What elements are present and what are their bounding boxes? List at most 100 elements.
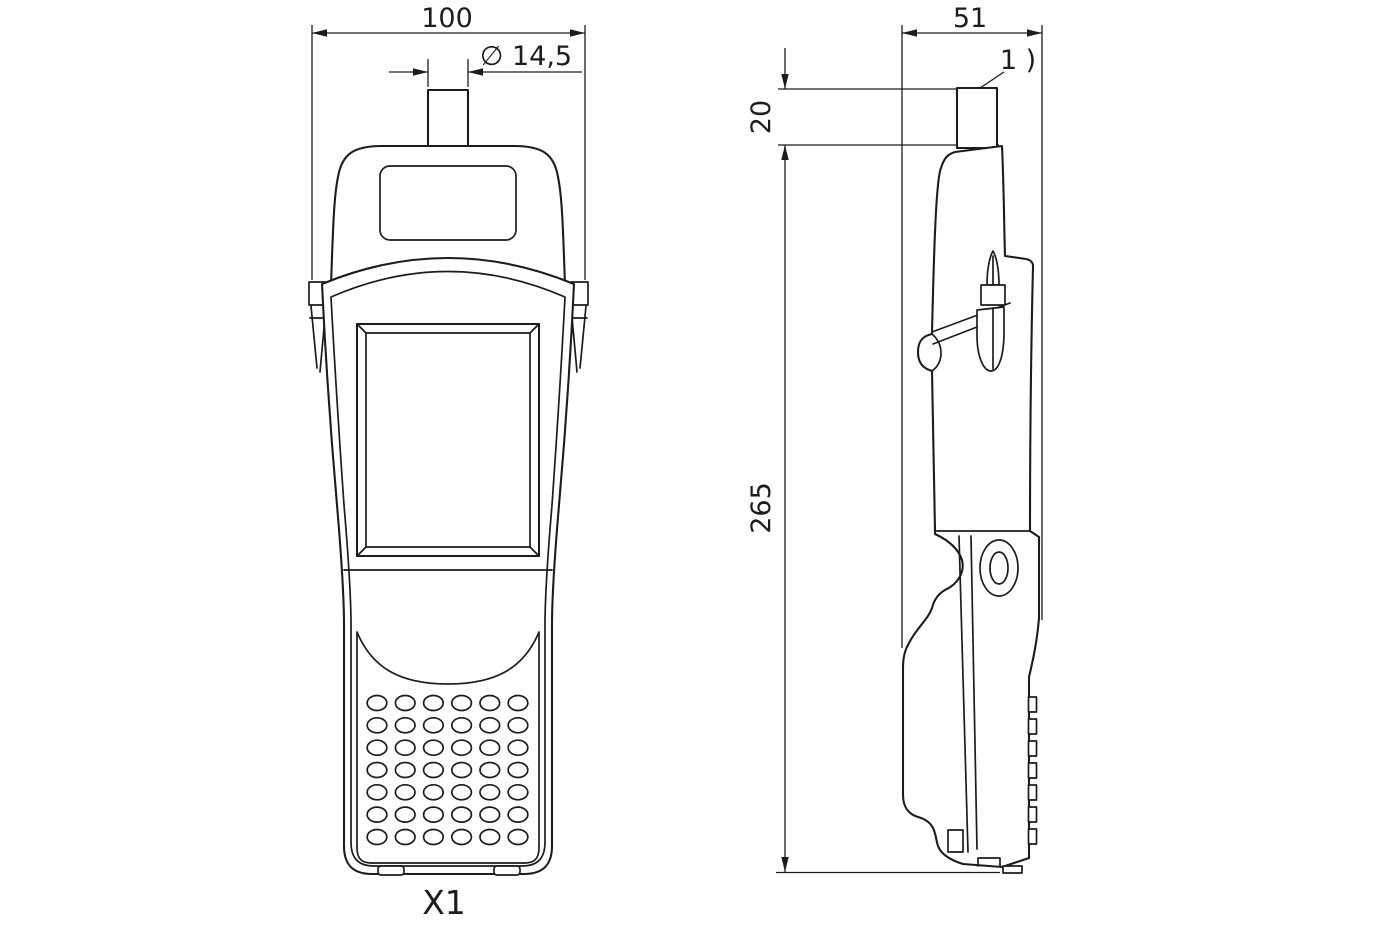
keypad-button [507,783,529,801]
keypad-button [450,739,473,757]
bevel-line [529,546,540,557]
arrowhead-icon [413,68,428,76]
inner-wall-front [330,270,566,867]
display-screen [365,332,531,548]
connector-ridge [1027,696,1038,713]
footnote-ref-label: 1 ) [1000,45,1036,76]
antenna-diameter-label: ∅ 14,5 [480,41,572,72]
bevel-line [356,546,367,557]
main-body-side [901,144,1041,869]
bottom-foot-side [1002,865,1023,874]
keypad-button [366,806,388,823]
connector-designation-label: X1 [422,883,466,922]
keypad-button [450,716,473,734]
keypad-button [479,716,501,734]
antenna-height-label: 20 [746,100,777,134]
connector-ridge [1027,718,1038,735]
dim-antenna-diameter: ∅ 14,5 [389,41,582,87]
bottom-connector-block [947,829,964,853]
side-button-bump [931,333,942,372]
display [355,322,541,558]
arrowhead-icon [781,145,789,160]
keypad-button [507,806,529,823]
keypad-button [450,806,473,823]
dim-overall-width: 100 [311,3,586,280]
stylus-tray-edge [932,326,978,345]
arrowhead-icon [1027,29,1042,37]
stylus-channel-line [970,535,978,850]
stylus [976,250,1006,372]
connector-ridge [1027,762,1038,779]
bottom-notch [977,857,1001,867]
keypad-button [450,694,473,712]
keypad-button [422,694,445,712]
tab-edge [579,305,587,369]
keypad-button [394,739,416,757]
keypad-button [479,761,501,779]
arrowhead-icon [468,68,483,76]
antenna-front [426,88,470,149]
keypad-button [507,828,529,846]
arrowhead-icon [570,29,585,37]
side-view: 51 20 265 1 ) [746,3,1043,874]
keypad-button [366,828,388,846]
dim-overall-depth: 51 [901,3,1043,648]
keypad-button [394,783,416,801]
overall-depth-label: 51 [953,3,987,34]
overall-height-label: 265 [746,482,777,534]
bottom-foot [377,865,405,876]
keypad-button [422,739,445,757]
bottom-foot [493,865,521,876]
connector-ridge [1027,784,1038,801]
arrowhead-icon [781,74,789,89]
keypad-button [479,806,501,823]
stylus-barrel [976,306,1005,372]
keypad-button [507,761,529,779]
keypad-button [507,739,529,757]
keypad-grid [366,694,529,846]
arrowhead-icon [312,29,327,37]
keypad-button [479,694,501,712]
keypad-button [507,716,529,734]
arrowhead-icon [902,29,917,37]
stylus-collar [980,284,1006,306]
overall-width-label: 100 [421,3,473,34]
connector-ridge [1027,828,1038,845]
stylus-channel-line [958,535,969,853]
keypad-button [422,828,445,846]
keypad-button [422,806,445,823]
ring-outer [979,539,1019,597]
keypad-button [422,783,445,801]
footnote-ref: 1 ) [976,45,1036,91]
arrowhead-icon [781,857,789,872]
keypad-button [422,761,445,779]
keypad-button [394,694,416,712]
keypad-button [450,783,473,801]
keypad-button [366,739,388,757]
keypad-button [422,716,445,734]
tab-edge [310,305,318,369]
keypad-button [450,761,473,779]
keypad-button [394,716,416,734]
bevel-line [529,323,540,334]
display-bezel [355,322,541,558]
keypad-button [479,828,501,846]
keypad-button [366,716,388,734]
antenna-side [955,86,999,150]
front-view: 100 ∅ 14,5 [308,3,589,922]
keypad-button [366,761,388,779]
keypad-button [366,783,388,801]
keypad-button [394,761,416,779]
connector-ridges [1027,696,1038,845]
keypad-button [394,806,416,823]
bevel-line [356,323,367,334]
label-plate [379,165,517,241]
ring-inner [989,551,1009,585]
keypad-button [479,783,501,801]
keypad-button [507,694,529,712]
connector-ridge [1027,740,1038,757]
connector-ridge [1027,806,1038,823]
keypad-button [366,694,388,712]
